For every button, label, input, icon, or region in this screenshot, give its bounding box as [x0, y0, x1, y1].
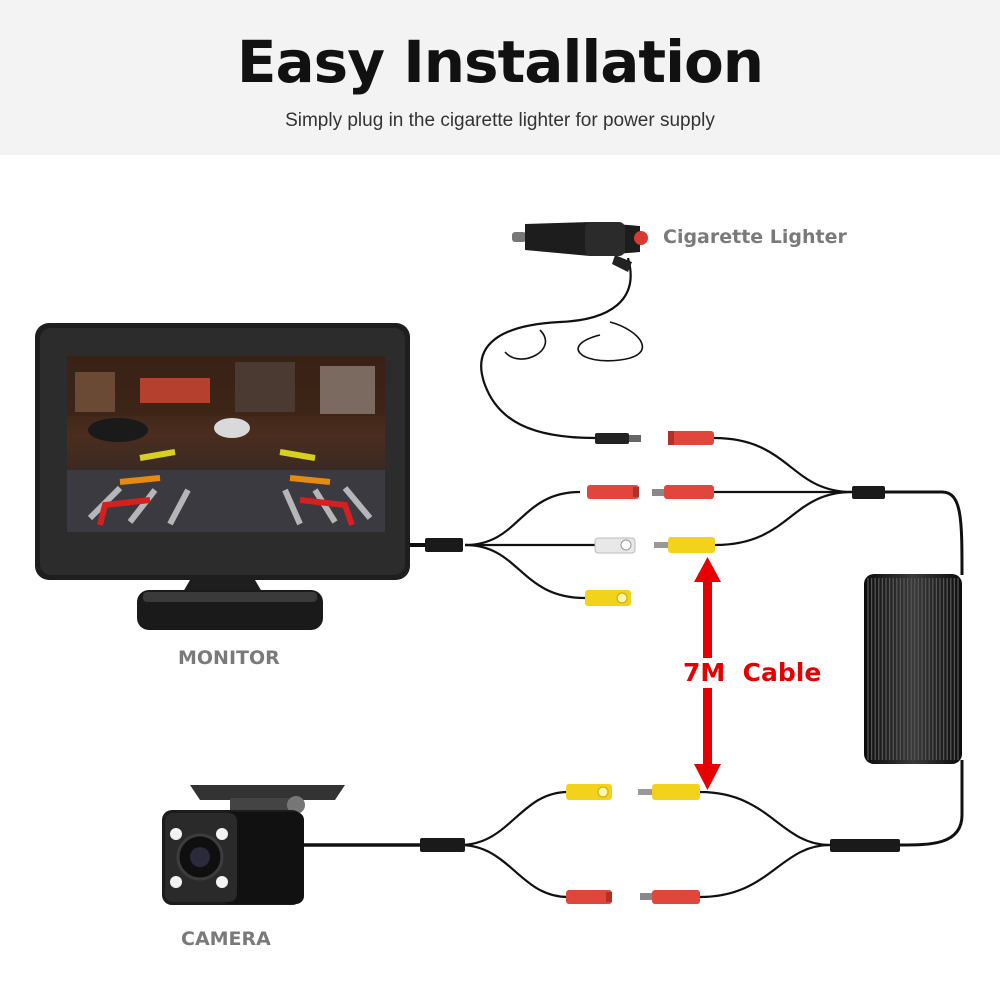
video-out-wire: [714, 490, 853, 547]
label-7m-cable: 7M Cable: [683, 658, 822, 687]
lighter-cable-coil: [577, 321, 644, 362]
label-monitor: MONITOR: [178, 647, 280, 669]
connectors: [566, 431, 715, 904]
cable-splitter-bottom: [830, 839, 900, 852]
label-cigarette-lighter: Cigarette Lighter: [663, 226, 847, 248]
lighter-cable: [480, 257, 632, 440]
page-subtitle: Simply plug in the cigarette lighter for…: [285, 110, 715, 131]
monitor-splitter: [425, 538, 463, 552]
label-camera: CAMERA: [181, 928, 271, 950]
cable-rca-plug-yellow: [638, 784, 700, 800]
monitor-video2-wire: [464, 543, 586, 600]
power-feed-wire: [713, 436, 853, 494]
dc-plug-red: [652, 485, 714, 499]
camera-led-3: [170, 876, 182, 888]
page-title: Easy Installation: [236, 28, 764, 96]
camera-led-2: [216, 828, 228, 840]
camera-rca-jack-yellow: [566, 784, 612, 800]
monitor-power-wire: [464, 490, 581, 547]
cables: [300, 257, 964, 899]
rca-jack-yellow-monitor: [585, 590, 631, 606]
camera-power-wire: [459, 843, 569, 899]
dc-jack-red-top: [668, 431, 714, 445]
camera-splitter: [420, 838, 465, 852]
cable-splitter-top: [852, 486, 885, 499]
header-band: [0, 0, 1000, 155]
camera-device: [162, 785, 345, 905]
cable-video-end-wire: [699, 790, 831, 847]
rca-jack-white: [594, 537, 636, 554]
cigarette-lighter-plug: [512, 222, 648, 272]
coiled-7m-cable: [864, 574, 962, 764]
monitor-device: [35, 323, 410, 630]
camera-led-4: [216, 876, 228, 888]
camera-led-1: [170, 828, 182, 840]
camera-video-wire: [459, 790, 569, 847]
cable-power-end-wire: [699, 843, 831, 899]
monitor-dc-jack-red: [587, 485, 639, 499]
rca-plug-yellow-top: [654, 537, 715, 553]
camera-dc-jack-red: [566, 890, 612, 904]
cable-length-arrow: [694, 557, 721, 790]
dc-plug-black: [595, 433, 641, 444]
cable-dc-plug-red: [640, 890, 700, 904]
